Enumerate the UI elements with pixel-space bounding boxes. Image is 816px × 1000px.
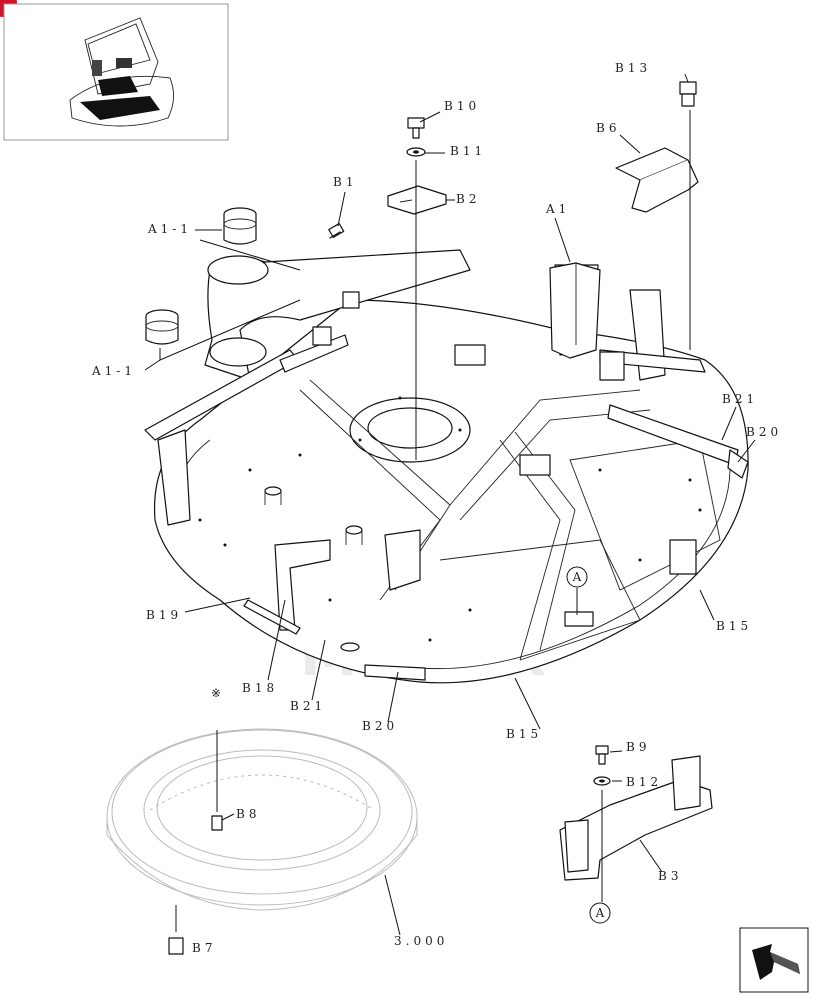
label-b1: B1 [333, 175, 357, 189]
machine-thumbnail-icon[interactable] [3, 3, 229, 141]
part-a1-box[interactable] [549, 262, 601, 359]
upper-frame-platform [144, 249, 749, 684]
label-b2: B2 [456, 192, 480, 206]
part-slewing-ring[interactable] [106, 728, 418, 911]
part-b6-bracket[interactable] [615, 147, 699, 213]
part-b1-bolt[interactable] [328, 222, 345, 239]
label-b20-bottom: B20 [362, 719, 398, 733]
label-b18: B18 [242, 681, 278, 695]
label-a1: A1 [545, 202, 570, 216]
part-a1-1-bushing-top[interactable] [223, 207, 257, 245]
label-b8: B8 [236, 807, 260, 821]
label-b20-right: B20 [746, 425, 782, 439]
part-b13-bolt[interactable] [679, 81, 697, 107]
reference-marker-a-bracket: A [589, 902, 611, 924]
part-a1-1-bushing-bottom[interactable] [145, 309, 179, 345]
label-a1-1-top: A1-1 [147, 222, 192, 236]
label-b6: B6 [596, 121, 620, 135]
part-b7-bolt[interactable] [168, 905, 184, 955]
label-note-mark: ※ [211, 686, 221, 700]
part-b12-washer[interactable] [593, 776, 611, 786]
reference-marker-a-main: A [566, 566, 588, 588]
part-b3-bracket[interactable] [559, 755, 713, 881]
next-page-arrow-icon[interactable] [739, 927, 809, 993]
label-b19: B19 [146, 608, 182, 622]
label-b11: B11 [450, 144, 486, 158]
label-b15-right: B15 [716, 619, 752, 633]
label-b3: B3 [658, 869, 682, 883]
label-b7: B7 [192, 941, 216, 955]
label-b12: B12 [626, 775, 662, 789]
part-b2-plate[interactable] [387, 185, 447, 215]
label-b13: B13 [615, 61, 651, 75]
label-b21-right: B21 [722, 392, 758, 406]
label-a1-1-bottom: A1-1 [91, 364, 136, 378]
svg-text:A: A [595, 906, 605, 920]
part-b8-bolt[interactable] [211, 730, 223, 831]
part-b9-bolt[interactable] [595, 745, 609, 765]
label-b21-bottom: B21 [290, 699, 326, 713]
svg-text:A: A [572, 570, 582, 584]
label-b10: B10 [444, 99, 480, 113]
part-b11-washer[interactable] [406, 147, 426, 157]
label-ref-code: 3.000 [394, 934, 448, 948]
label-b9: B9 [626, 740, 650, 754]
part-b10-bolt[interactable] [407, 117, 425, 139]
label-b15-bottom: B15 [506, 727, 542, 741]
